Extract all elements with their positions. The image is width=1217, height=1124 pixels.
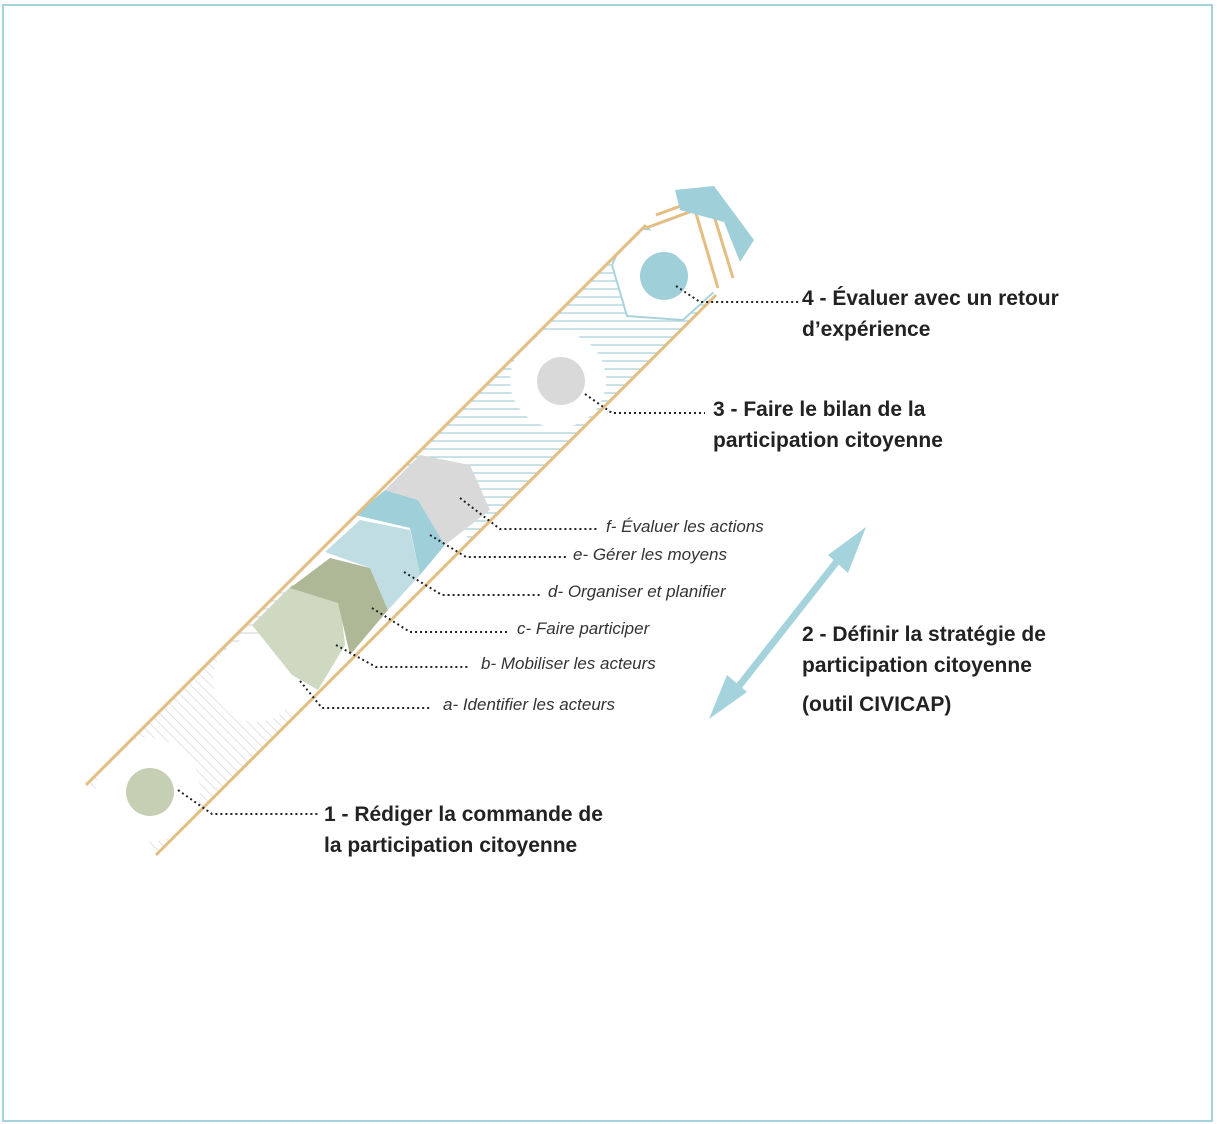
step2-line2: participation citoyenne: [802, 654, 1032, 677]
step4-line1: 4 - Évaluer avec un retour: [802, 287, 1059, 310]
leader-step4: [675, 285, 800, 303]
leader-step1: [177, 789, 320, 815]
leader-d: [403, 571, 542, 596]
chevron-b: [290, 558, 388, 655]
step2-line3: (outil CIVICAP): [802, 693, 952, 716]
band-edge-upper: [84, 223, 648, 787]
leader-b: [335, 644, 470, 668]
step3-dot: [537, 357, 585, 405]
substep-e-label: e- Gérer les moyens: [573, 545, 727, 564]
step1-label: 1 - Rédiger la commande de la participat…: [324, 799, 603, 861]
leader-step3: [584, 393, 705, 414]
substep-c-label: c- Faire participer: [517, 619, 650, 638]
step4-label: 4 - Évaluer avec un retour d’expérience: [802, 283, 1059, 345]
step4-dot: [640, 252, 688, 300]
step3-line1: 3 - Faire le bilan de la: [713, 398, 926, 421]
step4-line2: d’expérience: [802, 318, 931, 341]
top-chevron-teal: [675, 186, 754, 262]
white-halo-step2: [213, 638, 297, 722]
diagram-frame: [2, 4, 1213, 1122]
chevron-c: [325, 520, 420, 610]
substep-d-label: d- Organiser et planifier: [548, 582, 726, 601]
substep-a-label: a- Identifier les acteurs: [443, 695, 615, 714]
leader-a: [299, 680, 430, 709]
step3-line2: participation citoyenne: [713, 429, 943, 452]
leader-c: [371, 607, 508, 633]
step1-line2: la participation citoyenne: [324, 834, 578, 857]
leader-f: [459, 497, 598, 530]
step2-label: 2 - Définir la stratégie de participatio…: [802, 619, 1046, 720]
step1-dot: [126, 768, 174, 816]
chevron-a: [252, 585, 345, 690]
range-arrow: [709, 527, 866, 719]
chevron-e: [385, 455, 490, 545]
band-edge-lower: [154, 293, 718, 857]
step1-line1: 1 - Rédiger la commande de: [324, 803, 603, 826]
leader-lines: [177, 285, 800, 815]
step3-label: 3 - Faire le bilan de la participation c…: [713, 394, 943, 456]
substep-f-label: f- Évaluer les actions: [606, 517, 764, 536]
step2-line1: 2 - Définir la stratégie de: [802, 623, 1046, 646]
range-arrow-head-top: [828, 527, 866, 573]
chevron-d: [355, 490, 445, 575]
range-arrow-head-bottom: [709, 675, 747, 719]
range-arrow-shaft: [725, 543, 852, 703]
substep-b-label: b- Mobiliser les acteurs: [481, 654, 656, 673]
